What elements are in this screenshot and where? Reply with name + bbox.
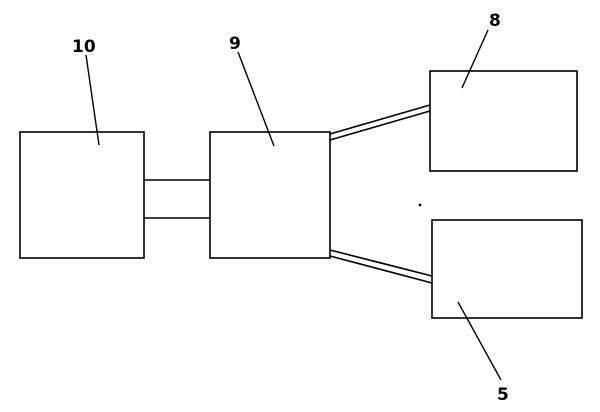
leader-line-8 [461,29,489,89]
connector-9-5 [329,249,433,284]
block-10 [19,131,145,259]
stray-dot [418,203,422,207]
connector-9-8 [329,104,431,141]
label-5: 5 [497,385,509,405]
label-9: 9 [229,34,241,54]
leader-line-10 [85,54,100,146]
label-8: 8 [489,11,501,31]
block-8 [429,70,578,172]
block-9 [209,131,331,259]
leader-line-5 [457,301,502,381]
connector-10-9 [144,179,210,219]
leader-line-9 [237,51,275,147]
block-5 [431,219,583,319]
label-10: 10 [72,37,96,57]
